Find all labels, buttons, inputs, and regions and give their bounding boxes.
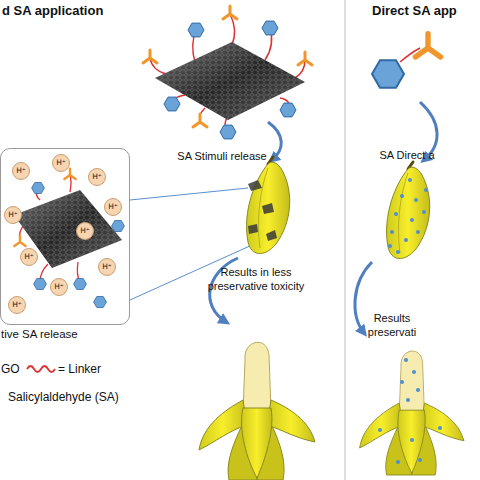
- ion-symbol: H⁺: [24, 253, 34, 261]
- inset-caption: tive SA release: [1, 328, 78, 340]
- inset-illustration: [14, 169, 124, 308]
- panel: d SA application tive SA release H⁺ H⁺ H⁺ H⁺ H…: [0, 0, 343, 480]
- peeled-banana: [199, 342, 315, 480]
- ion-symbol: H⁺: [102, 263, 112, 271]
- graphene-carrier: [143, 6, 312, 139]
- legend-text: = Linker: [58, 362, 101, 376]
- salicylaldehyde-molecule: [372, 34, 441, 88]
- ion-symbol: H⁺: [92, 173, 102, 181]
- treated-banana: [247, 157, 290, 254]
- direct-banana: [387, 162, 430, 259]
- legend-item: GO: [1, 362, 20, 376]
- legend-item: Salicylaldehyde (SA): [8, 390, 119, 404]
- panel-heading: Direct SA app: [372, 3, 457, 18]
- proton-ion: H⁺: [104, 198, 122, 216]
- legend-item: = Linker: [58, 362, 101, 376]
- proton-ion: H⁺: [12, 162, 30, 180]
- ion-symbol: H⁺: [80, 227, 90, 235]
- ion-symbol: H⁺: [56, 159, 66, 167]
- ion-symbol: H⁺: [8, 211, 18, 219]
- proton-ion: H⁺: [98, 258, 116, 276]
- panel-divider: [345, 0, 346, 480]
- ion-symbol: H⁺: [12, 301, 22, 309]
- zoom-inset: tive SA releaseH⁺H⁺H⁺H⁺H⁺H⁺H⁺H⁺H⁺H⁺: [0, 148, 130, 325]
- legend-text: GO: [1, 362, 20, 376]
- proton-ion: H⁺: [88, 168, 106, 186]
- proton-ion: H⁺: [52, 154, 70, 172]
- legend-text: Salicylaldehyde (SA): [8, 390, 119, 404]
- proton-ion: H⁺: [4, 206, 22, 224]
- legend-samples: [27, 366, 55, 372]
- annotation: Results preservati: [360, 312, 424, 340]
- panel: Direct SA app: [347, 0, 480, 480]
- flow-arrows: [210, 102, 437, 333]
- panel-heading: d SA application: [2, 3, 103, 18]
- ion-symbol: H⁺: [108, 203, 118, 211]
- proton-ion: H⁺: [50, 278, 68, 296]
- proton-ion: H⁺: [8, 296, 26, 314]
- annotation: SA Direct a: [362, 149, 452, 163]
- annotation: SA Stimuli release: [172, 150, 272, 164]
- proton-ion: H⁺: [76, 222, 94, 240]
- ion-symbol: H⁺: [16, 167, 26, 175]
- ion-symbol: H⁺: [54, 283, 64, 291]
- direct-peeled-banana: [360, 351, 464, 475]
- annotation: Results in less preservative toxicity: [204, 266, 308, 294]
- proton-ion: H⁺: [20, 248, 38, 266]
